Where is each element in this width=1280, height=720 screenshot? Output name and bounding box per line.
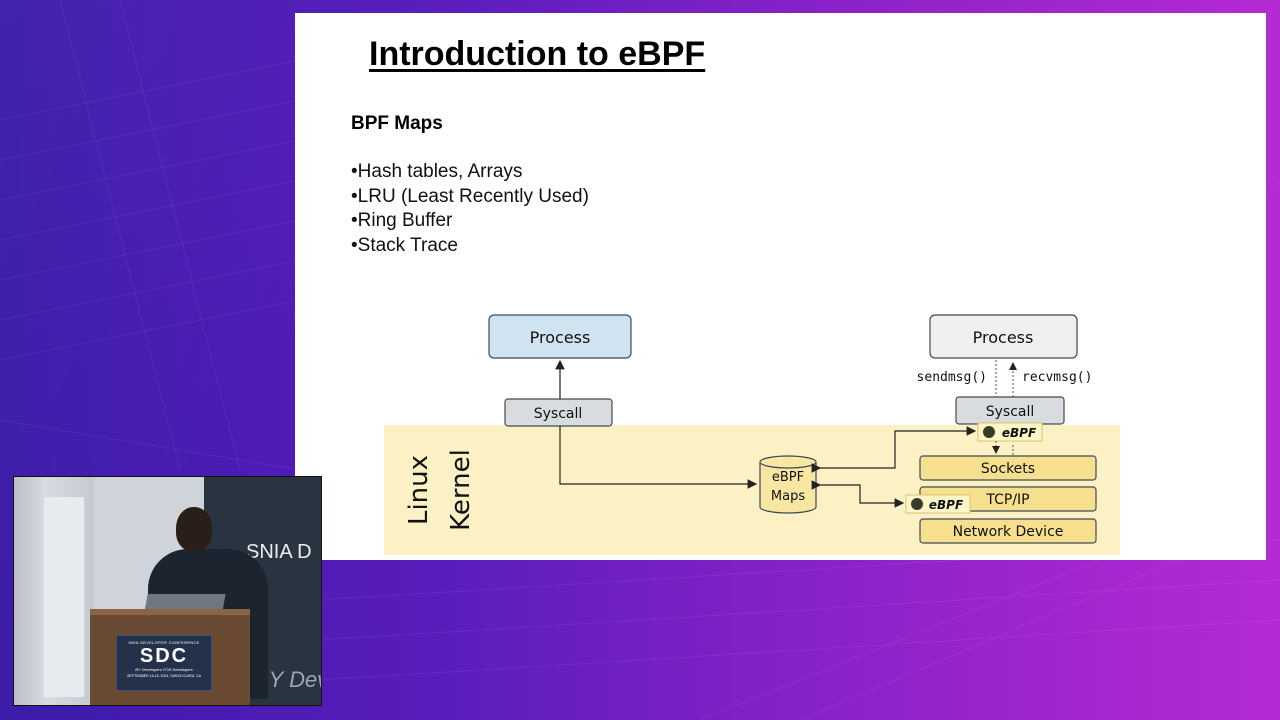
bullet-item: •LRU (Least Recently Used) — [351, 185, 589, 207]
wall-panel — [44, 497, 84, 697]
bullet-item: •Hash tables, Arrays — [351, 161, 523, 182]
podium-sign: SNIA DEVELOPER CONFERENCE SDC BY Develop… — [116, 635, 212, 691]
arrow-maps-to-syscall-ebpf — [811, 426, 977, 473]
arrow-syscall-to-maps — [559, 426, 758, 489]
recvmsg-label: recvmsg() — [1022, 370, 1092, 385]
slide-subheading: BPF Maps — [351, 113, 443, 134]
bee-icon — [983, 426, 995, 438]
ebpf-maps-diagram: Linux Kernel Process Syscall eBPF Maps P… — [384, 314, 1120, 555]
ebpf-badge-tcpip-label: eBPF — [929, 498, 964, 512]
ebpf-badge-tcpip — [905, 494, 971, 514]
tcpip-label: TCP/IP — [985, 492, 1029, 508]
slide-title: Introduction to eBPF — [369, 35, 706, 73]
network-device-box — [919, 518, 1097, 544]
sockets-label: Sockets — [981, 461, 1035, 477]
ebpf-maps-cylinder — [759, 455, 817, 514]
maps-label-ebpf: eBPF — [772, 470, 804, 485]
speaker-video-feed: SNIA D BY Dev SNIA DEVELOPER CONFERENCE … — [13, 476, 322, 706]
presentation-slide: Introduction to eBPF BPF Maps •Hash tabl… — [295, 13, 1266, 560]
sign-tagline: BY Developers FOR Developers — [135, 667, 193, 672]
sendmsg-label: sendmsg() — [917, 370, 987, 385]
sign-dates: SEPTEMBER 16-18, 2024, SANTA CLARA, CA — [127, 674, 201, 678]
banner-text: SNIA D — [246, 541, 312, 563]
ebpf-badge-syscall-label: eBPF — [1002, 426, 1037, 440]
left-syscall-label: Syscall — [534, 406, 583, 422]
right-syscall-label: Syscall — [986, 404, 1035, 420]
left-process-box — [488, 314, 632, 359]
bee-icon — [911, 498, 923, 510]
bullet-list: •Hash tables, Arrays •LRU (Least Recentl… — [351, 160, 589, 258]
maps-label-maps: Maps — [771, 489, 805, 504]
network-device-label: Network Device — [953, 524, 1064, 540]
left-syscall-box — [504, 398, 613, 427]
ebpf-badge-syscall — [977, 422, 1043, 442]
right-process-box — [929, 314, 1078, 359]
bullet-item: •Ring Buffer — [351, 210, 453, 231]
left-process-label: Process — [530, 328, 591, 347]
arrow-maps-to-tcpip-ebpf — [811, 480, 905, 508]
kernel-label-linux: Linux — [404, 455, 434, 525]
kernel-label-kernel: Kernel — [446, 449, 476, 531]
right-process-label: Process — [973, 328, 1034, 347]
bullet-item: •Stack Trace — [351, 234, 458, 256]
sign-logo: SDC — [139, 645, 189, 667]
speaker-head — [176, 507, 212, 551]
sign-conference: SNIA DEVELOPER CONFERENCE — [128, 640, 200, 645]
